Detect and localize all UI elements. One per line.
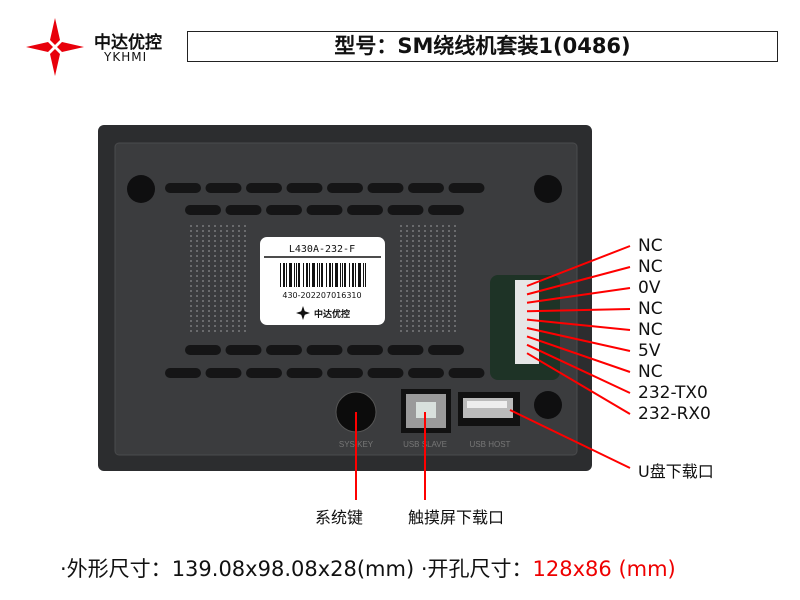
vent-slots	[165, 183, 485, 378]
callout-usb-download: U盘下载口	[638, 462, 714, 481]
vent-slot	[367, 183, 404, 193]
outer-size-label: ·外形尺寸：	[60, 557, 172, 581]
cutout-size-value: 128x86 (mm)	[532, 557, 676, 581]
vent-slot	[448, 368, 485, 378]
vent-slot	[428, 345, 464, 355]
pin-label: 5V	[638, 341, 661, 361]
pin-line	[526, 352, 631, 415]
vent-slot	[266, 205, 302, 215]
page-title: 型号：SM绕线机套装1(0486)	[187, 31, 778, 62]
label-logo-icon	[296, 306, 310, 320]
vent-slot	[327, 368, 363, 378]
logo-icon	[26, 18, 84, 76]
brand-name-en: YKHMI	[104, 50, 148, 64]
spec-line: ·外形尺寸：139.08x98.08x28(mm) ·开孔尺寸：128x86 (…	[60, 553, 676, 583]
vent-slot	[367, 368, 404, 378]
pin-line	[526, 245, 631, 287]
pin-line	[526, 327, 631, 352]
vent-slot	[286, 183, 323, 193]
vent-slot	[165, 368, 201, 378]
pin-line	[526, 343, 631, 394]
vent-slot	[246, 368, 282, 378]
vent-slot	[428, 205, 464, 215]
cutout-size-label: ·开孔尺寸：	[414, 557, 533, 581]
pin-label: NC	[638, 362, 663, 382]
callout-touch-download: 触摸屏下载口	[408, 508, 505, 527]
pin-label: NC	[638, 257, 663, 277]
barcode	[280, 263, 366, 287]
vent-slot	[225, 345, 262, 355]
pin-line	[526, 308, 631, 313]
vent-slot	[306, 205, 343, 215]
vent-slot	[387, 205, 424, 215]
vent-slot	[205, 368, 242, 378]
pin-line	[526, 266, 631, 296]
vent-slot	[448, 183, 485, 193]
vent-slot	[266, 345, 302, 355]
vent-slot	[246, 183, 282, 193]
vent-slot	[306, 345, 343, 355]
port-callout-lines	[355, 409, 631, 500]
pin-label: 0V	[638, 278, 661, 298]
vent-slot	[165, 183, 201, 193]
vent-slot	[185, 205, 221, 215]
pin-line	[526, 335, 631, 373]
outer-size-value: 139.08x98.08x28(mm)	[171, 557, 415, 581]
pin-label: 232-TX0	[638, 383, 708, 403]
vent-slot	[225, 205, 262, 215]
vent-slot	[408, 368, 444, 378]
pin-line	[526, 318, 631, 331]
pin-label: NC	[638, 320, 663, 340]
pin-line	[526, 287, 631, 304]
vent-slot	[327, 183, 363, 193]
label-model: L430A-232-F	[289, 244, 355, 255]
vent-slot	[286, 368, 323, 378]
label-brand: 中达优控	[314, 308, 350, 320]
vent-slot	[347, 205, 383, 215]
brand-name: 中达优控	[94, 33, 162, 53]
vent-slot	[185, 345, 221, 355]
speaker-grille	[190, 225, 456, 332]
label-serial: 430-202207016310	[282, 291, 361, 300]
vent-slot	[387, 345, 424, 355]
pin-label: NC	[638, 299, 663, 319]
vent-slot	[347, 345, 383, 355]
mount-holes	[127, 175, 562, 419]
vent-slot	[205, 183, 242, 193]
vent-slot	[408, 183, 444, 193]
pin-label: NC	[638, 236, 663, 256]
pin-label: 232-RX0	[638, 404, 711, 424]
usb-host-text: USB HOST	[470, 440, 511, 449]
pin-callout-lines	[526, 245, 631, 415]
callout-sys-key: 系统键	[315, 508, 364, 527]
